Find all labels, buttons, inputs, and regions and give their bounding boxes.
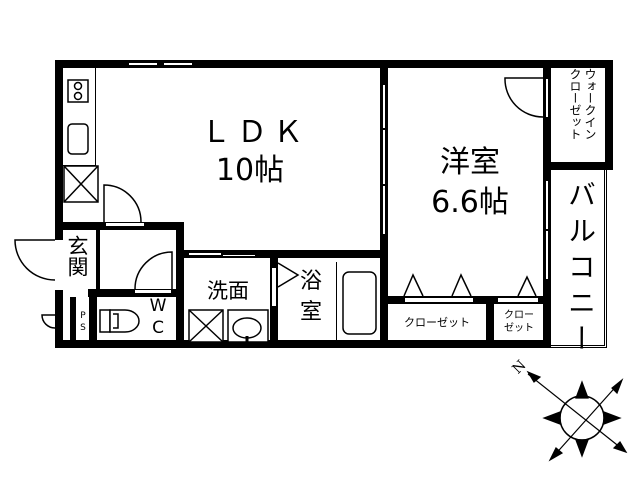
window-balcony-2	[545, 230, 549, 280]
wall-closet-divider	[486, 296, 494, 348]
closet-door-1	[404, 297, 474, 303]
closet-hinge-icons	[403, 273, 537, 297]
bathroom-label-line2: 室	[299, 300, 322, 325]
stove-icon	[67, 79, 89, 103]
outer-wall-right-wic	[605, 60, 613, 170]
western-room-size: 6.6帖	[431, 185, 509, 220]
sliding-door-washroom-2	[222, 254, 256, 257]
sliding-door-ldk-western-3	[382, 185, 386, 235]
western-room-name: 洋室	[440, 145, 500, 180]
bath-door-hinge-icon	[277, 262, 300, 288]
window-top-1	[128, 62, 158, 66]
outer-wall-top	[55, 60, 613, 68]
ldk-size: 10帖	[215, 153, 285, 188]
door-swing-wic	[504, 77, 544, 118]
door-bath	[271, 267, 277, 307]
closet-door-2	[497, 297, 539, 303]
ldk-name: ＬＤＫ	[201, 115, 309, 150]
wall-ps-left	[70, 297, 76, 347]
svg-text:N: N	[510, 357, 530, 377]
wall-bath-right	[380, 258, 388, 348]
toilet-icon	[99, 309, 140, 333]
outer-wall-left-lower	[55, 290, 63, 348]
bath-divider	[336, 262, 337, 342]
door-ldk-hall	[105, 222, 145, 227]
kitchen-sink-icon	[67, 123, 89, 155]
ps-label-line1: P	[80, 311, 86, 321]
closet-2-label-line1: クロー	[504, 310, 534, 321]
bathroom-label-line1: 浴	[299, 269, 322, 294]
door-wic	[545, 78, 549, 118]
wall-entrance-right	[96, 230, 100, 290]
bathtub-icon	[342, 271, 377, 335]
compass-icon: N	[510, 357, 628, 462]
window-balcony-1	[545, 180, 549, 230]
refrigerator-icon	[63, 165, 99, 203]
outer-wall-left	[55, 60, 63, 240]
door-swing-ps	[41, 314, 56, 329]
door-swing-entrance	[14, 239, 56, 281]
wall-ps-right	[89, 297, 97, 347]
ps-label-line2: S	[80, 323, 86, 333]
balcony-rail	[551, 170, 607, 348]
wall-ldk-bottom-right	[183, 250, 383, 258]
wic-label-line2: クローゼット	[568, 68, 582, 140]
entrance-label: 玄関	[65, 235, 89, 277]
sliding-door-washroom	[188, 252, 222, 256]
window-top-2	[163, 62, 193, 66]
wic-label-line1: ウォークイン	[583, 68, 597, 140]
closet-1-label: クローゼット	[404, 316, 470, 329]
washing-machine-icon	[188, 309, 224, 343]
wc-label-line2: C	[152, 318, 164, 338]
wall-wash-left	[176, 258, 184, 348]
door-wc	[134, 289, 172, 294]
outer-wall-bottom	[55, 340, 547, 348]
door-swing-wc	[134, 251, 173, 290]
washroom-label: 洗面	[207, 279, 249, 303]
wash-basin-icon	[227, 309, 269, 343]
wall-hall-right	[176, 222, 184, 258]
door-swing-ldk	[103, 184, 142, 223]
wall-wic-bottom	[551, 162, 613, 170]
sliding-door-ldk-western-1	[382, 84, 386, 129]
wc-label-line1: W	[149, 296, 167, 316]
sliding-door-ldk-western-2	[382, 129, 386, 185]
balcony-label: バルコニー	[564, 180, 597, 360]
closet-2-label-line2: ゼット	[504, 323, 534, 334]
